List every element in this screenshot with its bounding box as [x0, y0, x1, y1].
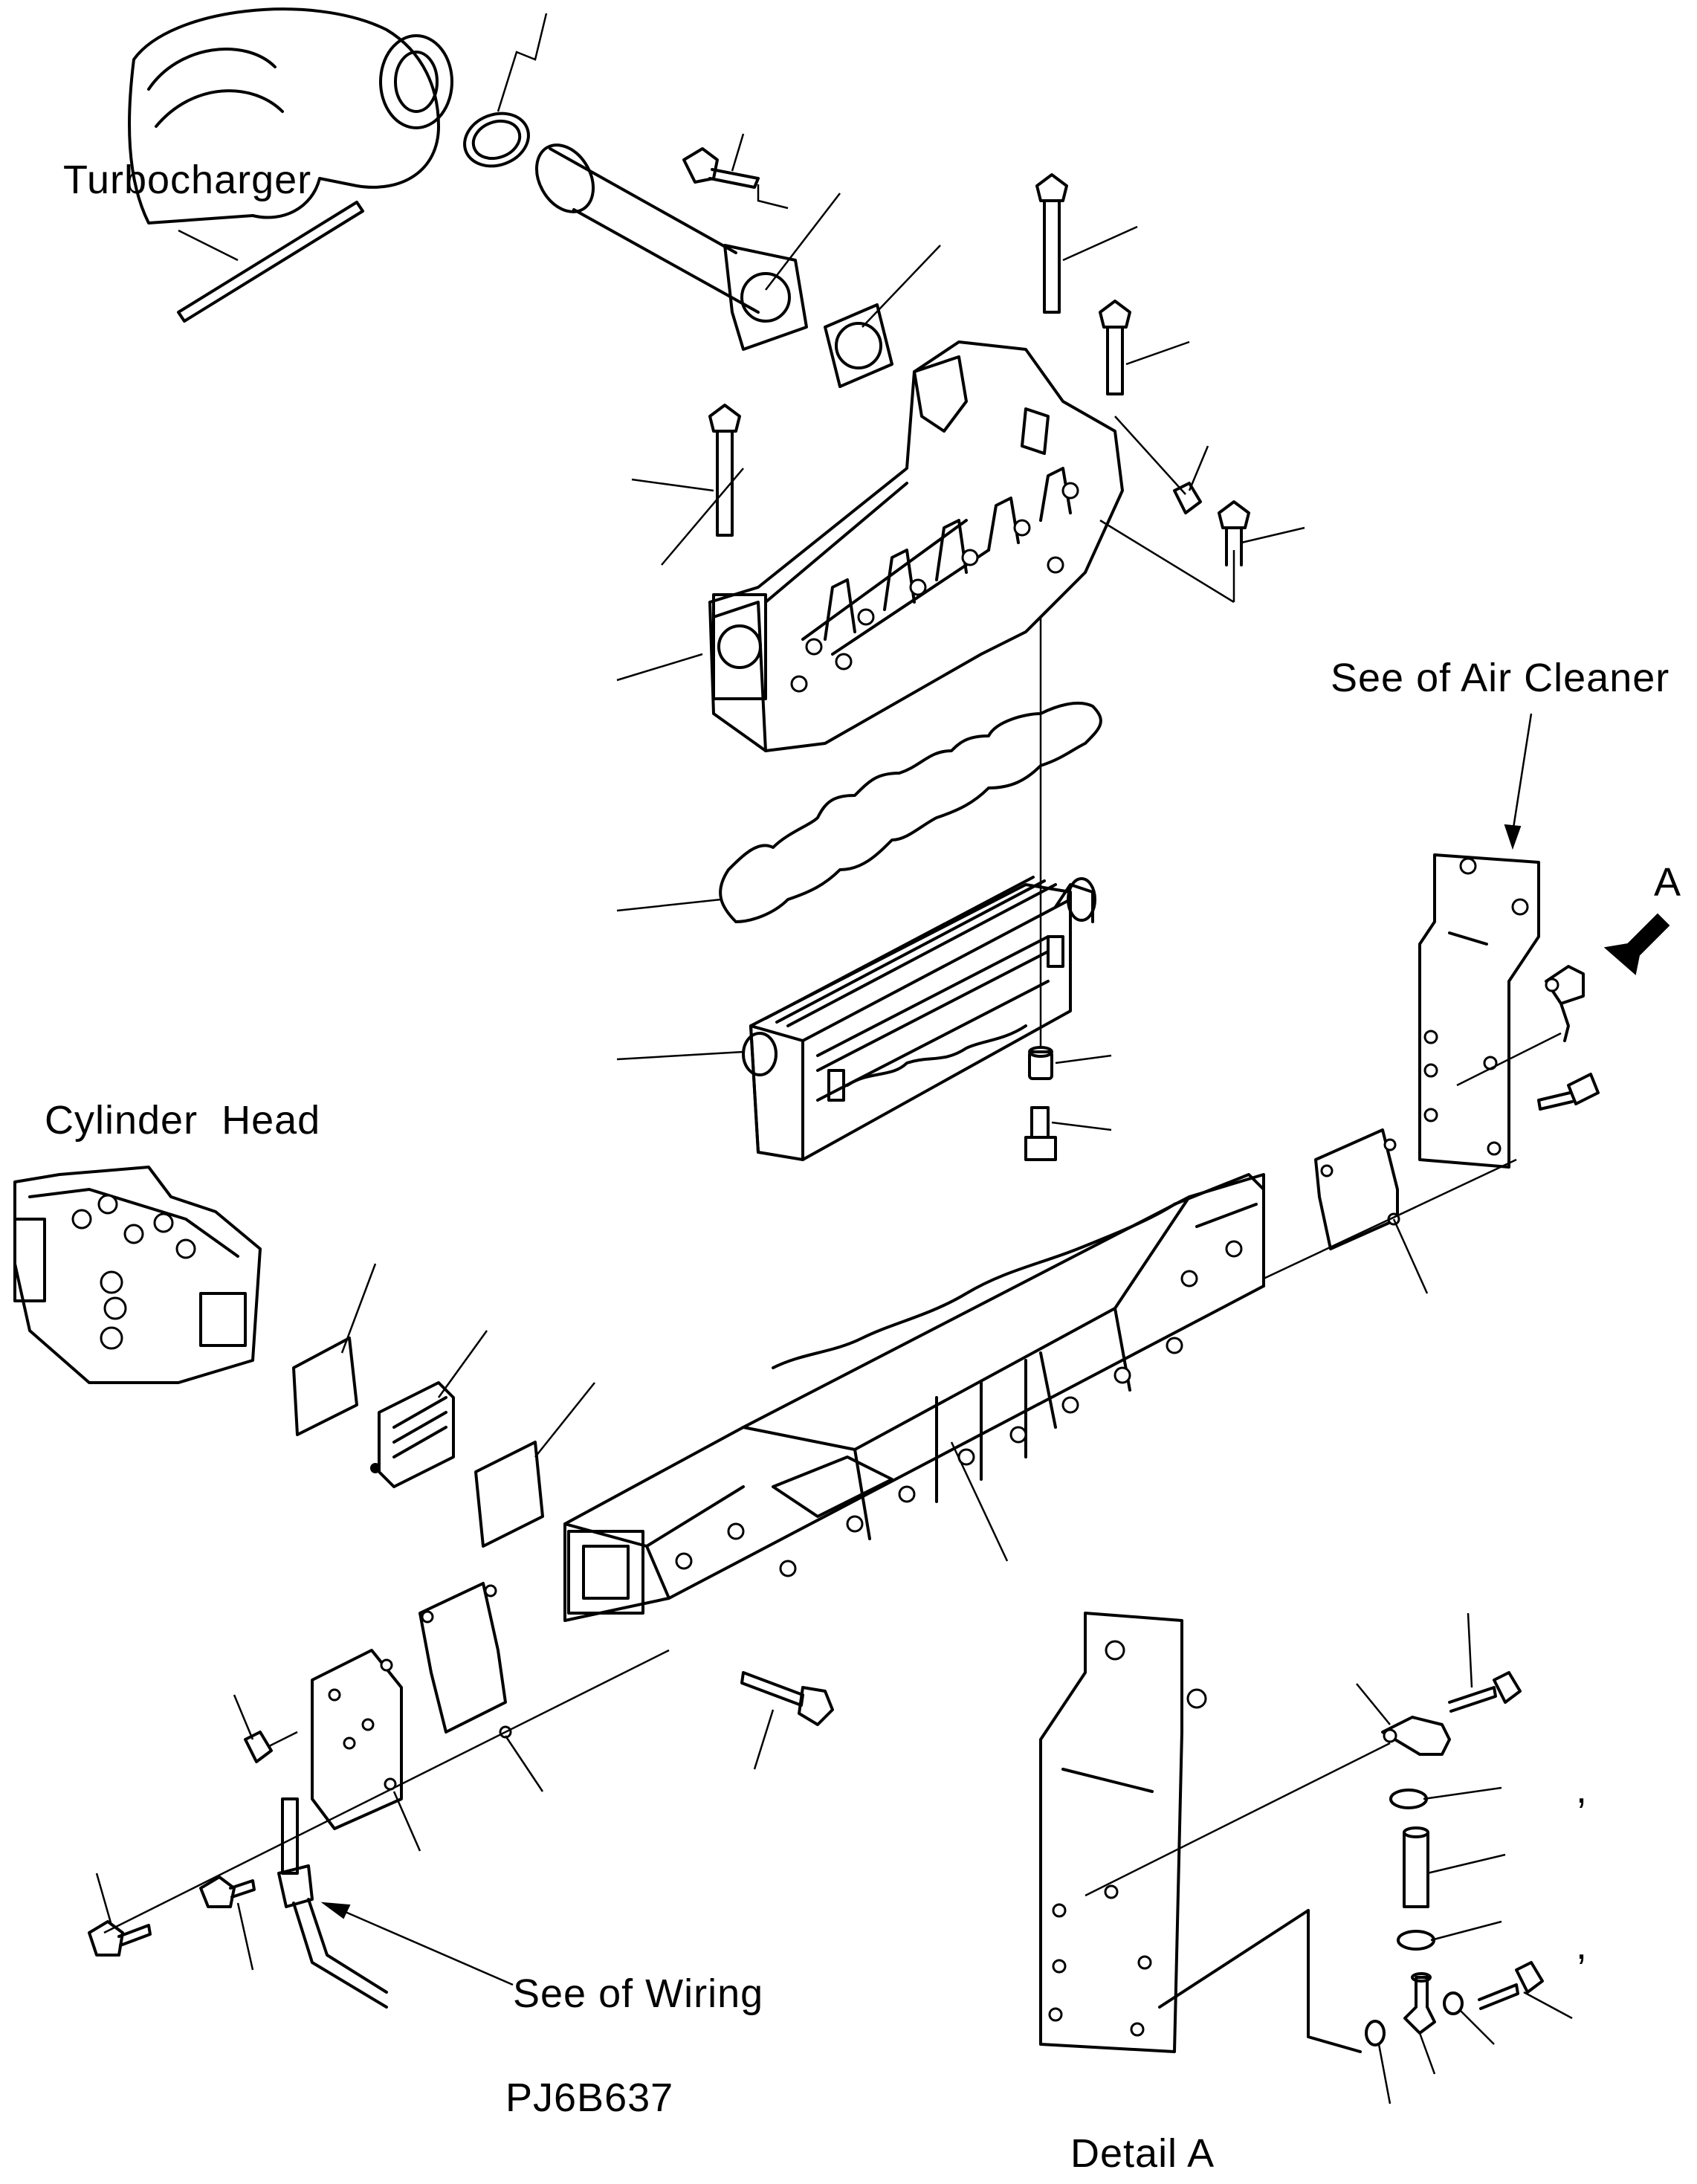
hose-clamp-part [463, 112, 530, 168]
part-code-label: PJ6B637 [505, 2075, 674, 2120]
comma-mark-1: , [1576, 1767, 1588, 1812]
detail-bolt-bottom-leader [1523, 1991, 1573, 2020]
sensor-axis [1456, 1032, 1562, 1087]
detail-a-label: Detail A [1070, 2131, 1215, 2176]
aftercooler-leader [616, 1050, 744, 1061]
pipe-bolt-part [682, 147, 760, 189]
connector-pipe-part [535, 143, 808, 351]
pipe-bolt-leader [731, 133, 789, 210]
connector-leader [950, 1441, 1009, 1562]
aftercooler-bolt-leader [1051, 1121, 1112, 1131]
valve-block-leader [437, 1330, 488, 1398]
detail-fitting-leader [1418, 2032, 1436, 2075]
detail-fitting-part [1403, 1972, 1436, 2035]
head-gasket-right-part [474, 1441, 544, 1548]
long-bolt-right-leader [1125, 340, 1190, 366]
comma-mark-2: , [1576, 1923, 1588, 1968]
mounting-bolt-large-part [740, 1671, 834, 1726]
sensor-part [1545, 965, 1585, 1042]
detail-clip-bottom-part [1397, 1930, 1435, 1951]
cylinder-head-part [13, 1166, 262, 1384]
bottom-bolt-left-part [88, 1920, 152, 1957]
short-bolt-leader [1099, 519, 1305, 604]
turbocharger-label: Turbocharger [63, 158, 312, 202]
detail-bolt-top-leader [1467, 1612, 1473, 1688]
intake-manifold-cover-part [708, 340, 1124, 752]
detail-clip-bottom-leader [1430, 1920, 1502, 1942]
head-gasket-left-leader [340, 1263, 377, 1354]
air-cleaner-bracket-part [1418, 853, 1540, 1169]
connector-axis-left [103, 1649, 670, 1934]
detail-clip-top-part [1389, 1789, 1428, 1809]
long-bolt-center-leader [1062, 225, 1138, 262]
plug-leader [1114, 416, 1209, 495]
wiring-clamp-part [277, 1797, 388, 2009]
bushing-leader [1055, 1054, 1112, 1064]
cylinder-head-label: Cylinder Head [45, 1098, 321, 1143]
detail-washer-b-leader [1377, 2044, 1391, 2104]
turbocharger-part [128, 7, 453, 323]
connector-gasket-left-part [418, 1582, 512, 1739]
pipe-gasket-part [824, 303, 893, 388]
head-gasket-right-leader [534, 1382, 595, 1458]
bottom-bolt-right-part [199, 1876, 256, 1908]
gasket-right-leader [1392, 1218, 1429, 1294]
detail-hose-leader [1426, 1853, 1506, 1875]
detail-axis [1085, 1742, 1391, 1897]
manifold-plug-part [1173, 482, 1202, 514]
detail-washer-b-part [1365, 2020, 1386, 2046]
pipe-leader [765, 193, 841, 291]
detail-bolt-top-part [1448, 1671, 1522, 1713]
detail-washer-a-leader [1460, 2010, 1495, 2045]
view-a-arrow-icon [1603, 913, 1670, 975]
detail-a-bracket-part [1039, 1612, 1362, 2053]
cover-plug-part [244, 1731, 273, 1763]
connector-axis-right [1263, 1158, 1517, 1280]
wiring-label: See of Wiring [513, 1971, 764, 2016]
cover-plate-part [311, 1649, 403, 1830]
aftercooler-bushing-part [1028, 1046, 1053, 1080]
manifold-bolt-leader-a [661, 468, 744, 566]
cover-plug-leader [233, 1694, 298, 1748]
wiring-arrowhead [320, 1902, 351, 1919]
aftercooler-gasket-part [719, 701, 1102, 923]
turbocharger-leader [178, 229, 239, 262]
aftercooler-bolt-part [1024, 1106, 1057, 1161]
bottom-bolt-left-leader [95, 1873, 113, 1926]
cover-plate-leader [392, 1791, 421, 1852]
gasket-left-leader [504, 1735, 544, 1792]
manifold-long-bolt-right [1099, 300, 1131, 395]
manifold-cover-leader [616, 653, 703, 682]
air-cleaner-leader [1511, 713, 1533, 833]
detail-sensor-leader [1356, 1683, 1391, 1725]
head-gasket-left-part [292, 1337, 358, 1436]
bottom-bolt-right-leader [236, 1902, 254, 1971]
air-cleaner-label: See of Air Cleaner [1331, 656, 1670, 700]
detail-hose-part [1403, 1826, 1429, 1908]
gasket-leader [862, 245, 941, 328]
detail-sensor-part [1381, 1716, 1451, 1756]
view-a-label: A [1654, 860, 1682, 905]
long-bolt-left-leader [631, 478, 714, 492]
detail-clip-top-leader [1423, 1786, 1502, 1800]
manifold-long-bolt-left [708, 404, 741, 537]
aftercooler-core-part [742, 876, 1096, 1161]
valve-block-part [370, 1381, 455, 1488]
sensor-bolt-part [1537, 1073, 1600, 1111]
air-intake-connector-part [563, 1173, 1265, 1622]
wiring-leader [341, 1909, 514, 1986]
mounting-bolt-leader [753, 1709, 775, 1770]
detail-washer-a-part [1443, 1991, 1464, 2015]
gasket-wavy-leader [616, 898, 722, 912]
air-cleaner-arrowhead [1504, 824, 1522, 850]
connector-gasket-right-part [1314, 1128, 1400, 1250]
detail-bolt-bottom-part [1478, 1961, 1544, 2010]
manifold-short-bolt-part [1218, 500, 1250, 566]
clamp-leader [497, 13, 548, 112]
manifold-long-bolt-center [1035, 173, 1068, 314]
